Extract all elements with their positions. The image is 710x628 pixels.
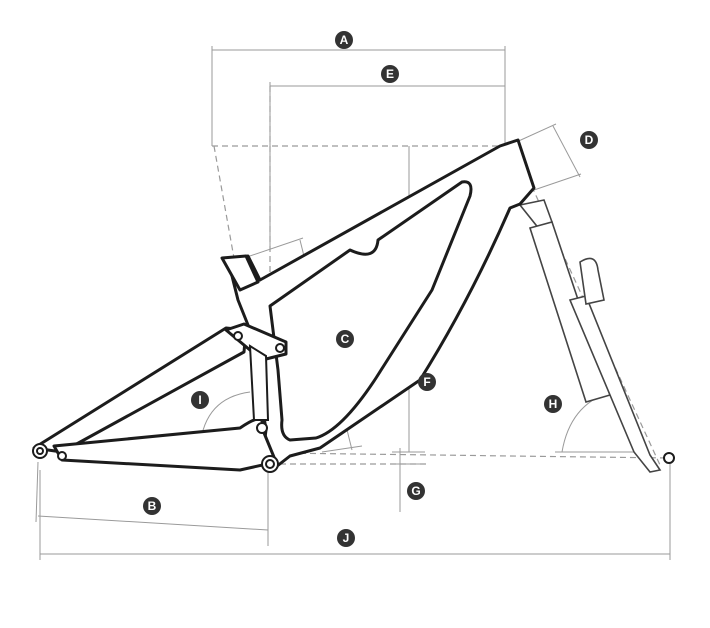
badge-e: E <box>381 65 399 83</box>
badge-g-label: G <box>411 484 420 498</box>
dim-b-ext-left <box>35 461 39 523</box>
lower-link-pivot <box>256 422 268 434</box>
badge-h-circle <box>544 395 562 413</box>
badge-b: B <box>143 497 161 515</box>
badge-c-circle <box>336 330 354 348</box>
front-axle <box>663 452 675 464</box>
rear-triangle <box>32 322 288 473</box>
badge-b-circle <box>143 497 161 515</box>
badge-h: H <box>544 395 562 413</box>
dim-c-ext-bottom <box>321 445 363 453</box>
rocker-pivot-rear <box>275 343 285 353</box>
badge-a-circle <box>335 31 353 49</box>
badge-f: F <box>418 373 436 391</box>
badge-i-circle <box>191 391 209 409</box>
badge-i: I <box>191 391 209 409</box>
fork-stanchion <box>528 221 612 403</box>
rocker-pivot-front <box>233 331 243 341</box>
badge-g: G <box>407 482 425 500</box>
bottom-bracket-center <box>265 459 275 469</box>
badge-j-circle <box>337 529 355 547</box>
front-triangle-window <box>268 180 473 442</box>
badge-c: C <box>336 330 354 348</box>
front-triangle <box>220 138 536 472</box>
badge-h-label: H <box>549 397 558 411</box>
badge-b-label: B <box>148 499 157 513</box>
badge-e-circle <box>381 65 399 83</box>
badge-j: J <box>337 529 355 547</box>
fork <box>518 199 675 473</box>
seat-tube-top <box>220 254 260 292</box>
badge-g-circle <box>407 482 425 500</box>
dim-c-ext-top <box>243 237 304 259</box>
badge-f-label: F <box>423 375 430 389</box>
badge-a: A <box>335 31 353 49</box>
badge-j-label: J <box>343 531 350 545</box>
linkage-stay <box>248 344 270 421</box>
badge-e-label: E <box>386 67 394 81</box>
dim-d-ext-bottom <box>533 173 582 191</box>
badge-f-circle <box>418 373 436 391</box>
badge-d: D <box>580 131 598 149</box>
chainstay-pivot <box>57 451 67 461</box>
dim-b-line <box>37 515 269 531</box>
badge-d-label: D <box>585 133 594 147</box>
badge-c-label: C <box>341 332 350 346</box>
badge-a-label: A <box>340 33 349 47</box>
badge-d-circle <box>580 131 598 149</box>
dim-d-line <box>552 125 581 178</box>
badge-i-label: I <box>198 393 201 407</box>
fork-arch <box>579 257 605 305</box>
rear-axle-center <box>36 447 44 455</box>
